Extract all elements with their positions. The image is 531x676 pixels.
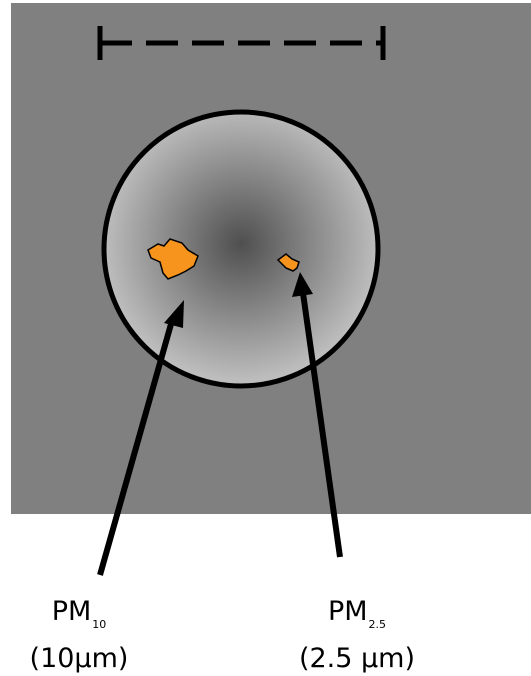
pm10-name-subscript: 10 [92,618,106,631]
pm10-name-main: PM [52,596,92,627]
pm25-name: PM2.5 [282,595,432,642]
pm10-label: PM10 (10µm) [24,595,134,676]
pm25-name-main: PM [328,596,368,627]
pm25-name-subscript: 2.5 [369,618,387,631]
pm10-name: PM10 [24,595,134,642]
pm10-size: (10µm) [24,642,134,676]
hair-cross-section [104,112,378,386]
pm25-size: (2.5 µm) [282,642,432,676]
pm25-label: PM2.5 (2.5 µm) [282,595,432,676]
